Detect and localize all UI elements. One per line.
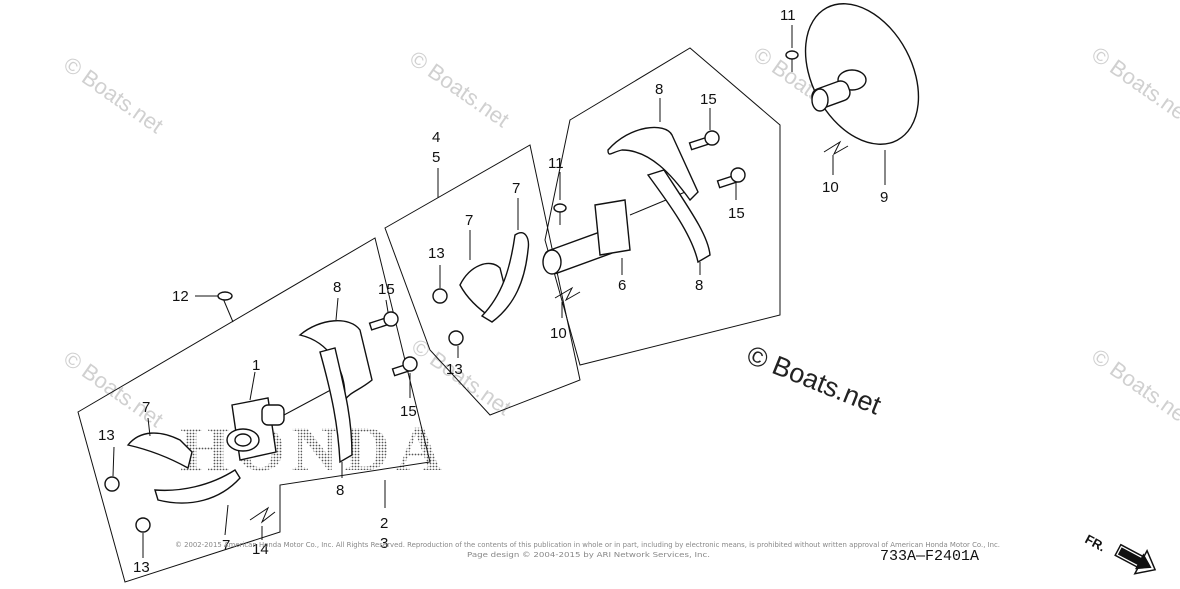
boats-watermark: © Boats.net xyxy=(743,340,886,421)
tine-blade xyxy=(126,432,193,470)
callout-7: 7 xyxy=(465,212,473,229)
tine-holder-left xyxy=(226,384,341,461)
bolt xyxy=(391,356,418,377)
callout-10: 10 xyxy=(822,179,839,196)
callout-15: 15 xyxy=(400,403,417,420)
nut xyxy=(448,330,464,346)
pin xyxy=(217,291,234,323)
copyright-line-2: Page design © 2004-2015 by ARI Network S… xyxy=(467,551,710,559)
callout-8: 8 xyxy=(655,81,663,98)
nut xyxy=(135,517,151,533)
bolt xyxy=(368,311,399,331)
callout-12: 12 xyxy=(172,288,189,305)
callout-13: 13 xyxy=(133,559,150,576)
nut xyxy=(432,288,448,304)
callout-10: 10 xyxy=(550,325,567,342)
callout-15: 15 xyxy=(378,281,395,298)
callout-11: 11 xyxy=(780,7,796,24)
callout-7: 7 xyxy=(222,537,230,554)
side-disc xyxy=(804,3,920,145)
pin xyxy=(553,203,567,225)
callout-13: 13 xyxy=(446,361,463,378)
pin xyxy=(785,50,799,72)
callout-13: 13 xyxy=(428,245,445,262)
callout-7: 7 xyxy=(142,399,150,416)
callout-11: 11 xyxy=(548,155,564,172)
clip xyxy=(823,140,849,156)
frame-left-assembly xyxy=(77,237,431,583)
callout-5: 5 xyxy=(432,149,440,166)
clip xyxy=(249,506,276,524)
tine-blade xyxy=(480,232,530,323)
copyright-line-1: © 2002-2015 American Honda Motor Co., In… xyxy=(175,541,1000,549)
callout-7: 7 xyxy=(512,180,520,197)
callout-14: 14 xyxy=(252,541,269,558)
callout-15: 15 xyxy=(700,91,717,108)
callout-6: 6 xyxy=(618,277,626,294)
callout-8: 8 xyxy=(333,279,341,296)
callout-9: 9 xyxy=(880,189,888,206)
bolt xyxy=(688,130,720,151)
tine-blade xyxy=(607,126,699,202)
front-arrow-icon xyxy=(1114,543,1157,575)
direction-label: FR. xyxy=(1083,531,1109,554)
leader-lines xyxy=(112,25,886,558)
brand-logo: HONDA xyxy=(180,413,448,484)
callout-1: 1 xyxy=(252,357,260,374)
callout-8: 8 xyxy=(336,482,344,499)
callout-labels: 1 2 3 4 5 6 7 7 7 7 8 8 8 8 9 10 10 11 1… xyxy=(98,7,888,576)
tine-blade xyxy=(646,169,711,264)
bolt xyxy=(716,167,746,189)
tine-blade xyxy=(319,347,353,464)
clip xyxy=(554,286,581,302)
callout-15: 15 xyxy=(728,205,745,222)
tine-blade xyxy=(154,469,241,504)
watermark: © Boats.net xyxy=(59,52,168,139)
watermark: © Boats.net xyxy=(1087,42,1180,129)
diagram-code: 733A—F2401A xyxy=(880,548,979,565)
callout-8: 8 xyxy=(695,277,703,294)
watermark: © Boats.net xyxy=(59,346,168,433)
frame-right-assembly xyxy=(544,47,781,366)
callout-3: 3 xyxy=(380,535,388,552)
nut xyxy=(104,476,120,492)
callout-13: 13 xyxy=(98,427,115,444)
tine-holder-right xyxy=(542,189,691,275)
callout-4: 4 xyxy=(432,129,440,146)
watermark: © Boats.net xyxy=(405,46,514,133)
frame-middle-assembly xyxy=(384,144,581,416)
callout-2: 2 xyxy=(380,515,388,532)
watermark: © Boats.net xyxy=(1087,344,1180,431)
